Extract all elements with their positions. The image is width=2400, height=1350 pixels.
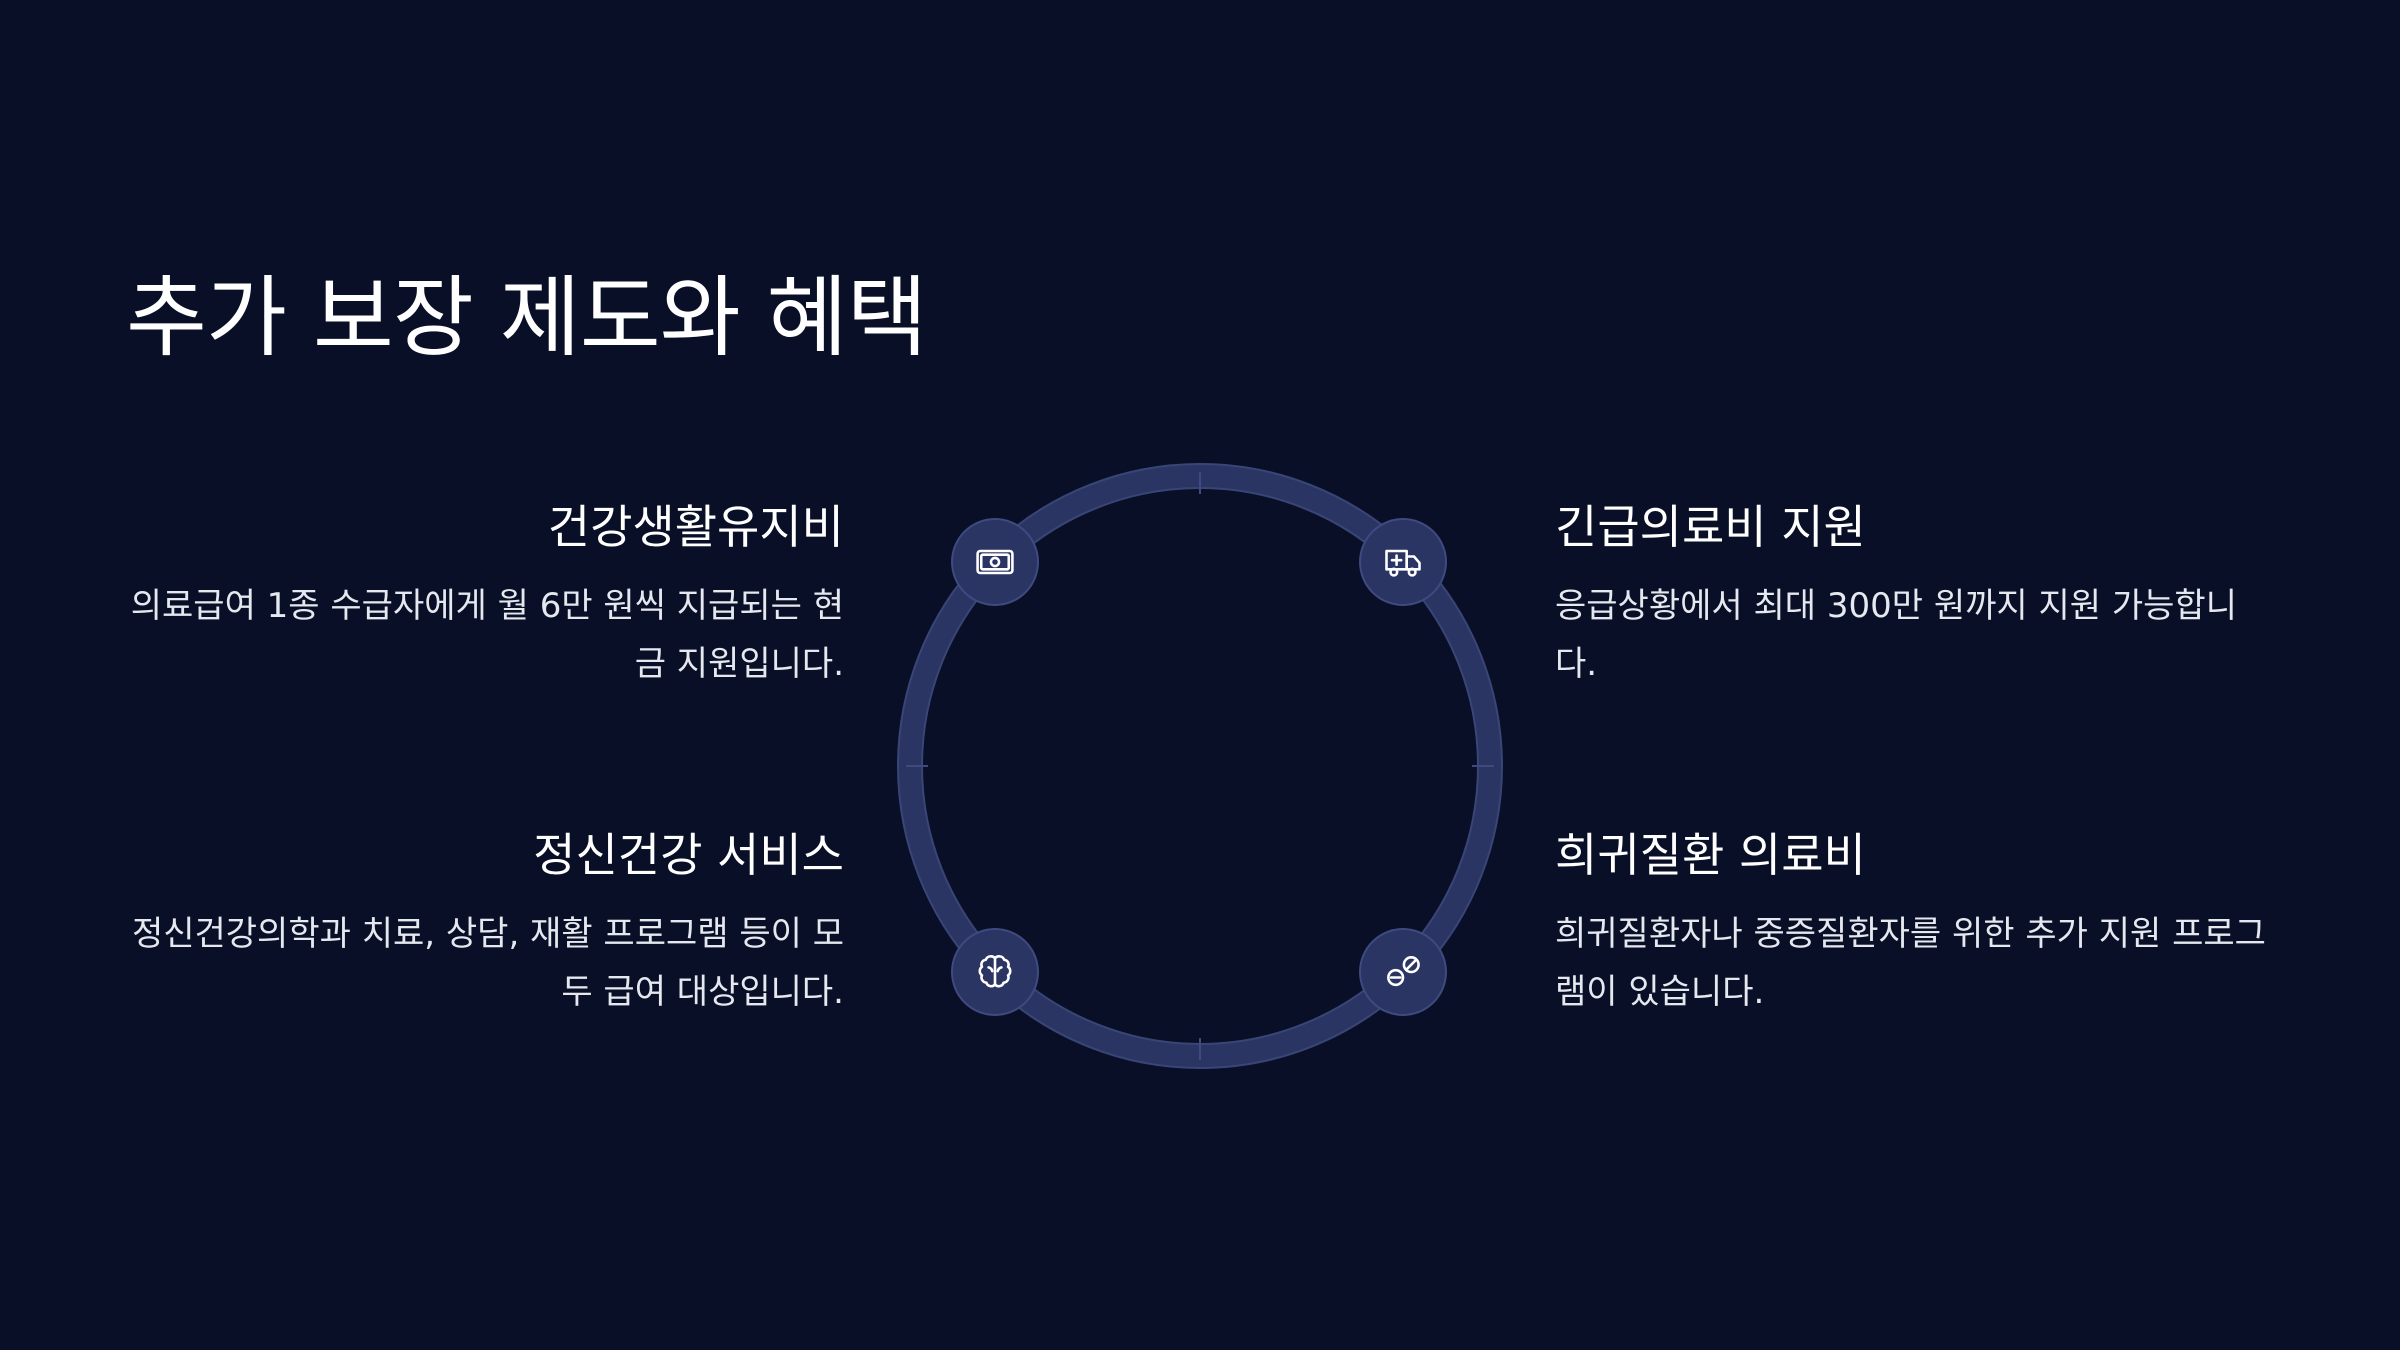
- money-bill-icon: [951, 518, 1039, 606]
- benefit-title: 긴급의료비 지원: [1555, 500, 1866, 554]
- page-title: 추가 보장 제도와 혜택: [126, 266, 928, 369]
- benefit-description: 정신건강의학과 치료, 상담, 재활 프로그램 등이 모두 급여 대상입니다.: [131, 914, 844, 1013]
- benefit-title: 정신건강 서비스: [533, 828, 844, 882]
- brain-icon: [951, 928, 1039, 1016]
- benefit-item-rare-disease: 희귀질환 의료비 희귀질환자나 중증질환자를 위한 추가 지원 프로그램이 있습…: [1555, 828, 2275, 1021]
- benefit-title: 희귀질환 의료비: [1555, 828, 1866, 882]
- benefit-description: 의료급여 1종 수급자에게 월 6만 원씩 지급되는 현금 지원입니다.: [130, 586, 844, 685]
- benefit-title: 건강생활유지비: [547, 500, 844, 554]
- ambulance-icon: [1359, 518, 1447, 606]
- benefit-item-mental-health: 정신건강 서비스 정신건강의학과 치료, 상담, 재활 프로그램 등이 모두 급…: [124, 828, 844, 1021]
- cycle-diagram: [880, 454, 1520, 1078]
- benefit-item-emergency-medical: 긴급의료비 지원 응급상황에서 최대 300만 원까지 지원 가능합니다.: [1555, 500, 2275, 693]
- pills-icon: [1359, 928, 1447, 1016]
- benefit-description: 응급상황에서 최대 300만 원까지 지원 가능합니다.: [1555, 586, 2237, 685]
- cycle-ring: [897, 463, 1503, 1069]
- benefit-item-health-living: 건강생활유지비 의료급여 1종 수급자에게 월 6만 원씩 지급되는 현금 지원…: [124, 500, 844, 693]
- benefit-description: 희귀질환자나 중증질환자를 위한 추가 지원 프로그램이 있습니다.: [1555, 914, 2266, 1013]
